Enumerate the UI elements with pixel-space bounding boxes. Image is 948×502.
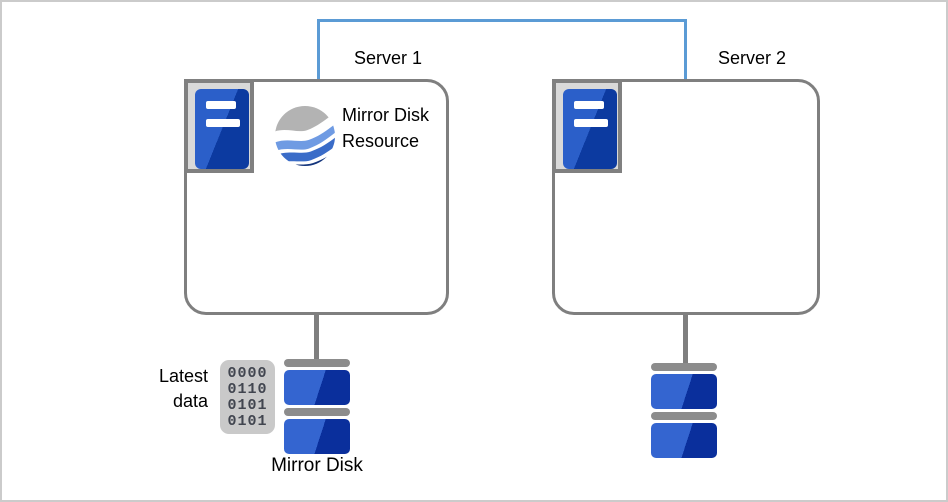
server-2-icon: [552, 79, 622, 173]
server-2-label: Server 2: [717, 48, 787, 68]
disk-platter: [651, 374, 717, 409]
server-1-disk-link: [314, 314, 319, 360]
mirror-disk-resource-label: Mirror Disk Resource: [342, 105, 429, 151]
mirror-disk-resource-icon: [274, 105, 336, 167]
network-link-line: [317, 19, 687, 81]
disk-divider: [284, 408, 350, 416]
disk-platter: [284, 370, 350, 405]
server-slot-bar: [574, 119, 608, 127]
binary-row: 0000: [227, 365, 268, 382]
binary-row: 0110: [227, 381, 268, 398]
binary-row: 0101: [227, 397, 268, 414]
binary-data-panel: 0000 0110 0101 0101: [220, 360, 275, 434]
server-slot-bar: [206, 101, 236, 109]
server-slot-bar: [206, 119, 240, 127]
mirror-disk-icon-server-2: [651, 363, 717, 461]
mirror-disk-icon-server-1: [284, 359, 350, 457]
server-tower-icon: [195, 89, 249, 169]
disk-platter: [284, 419, 350, 454]
server-tower-icon: [563, 89, 617, 169]
latest-data-label: Latest data: [158, 366, 208, 411]
disk-divider: [651, 412, 717, 420]
disk-cap: [651, 363, 717, 371]
server-2-disk-link: [683, 314, 688, 364]
server-1-icon: [184, 79, 254, 173]
server-slot-bar: [574, 101, 604, 109]
server-1-label: Server 1: [353, 48, 423, 68]
mirror-disk-label: Mirror Disk: [271, 455, 363, 476]
disk-cap: [284, 359, 350, 367]
binary-row: 0101: [227, 413, 268, 430]
disk-platter: [651, 423, 717, 458]
